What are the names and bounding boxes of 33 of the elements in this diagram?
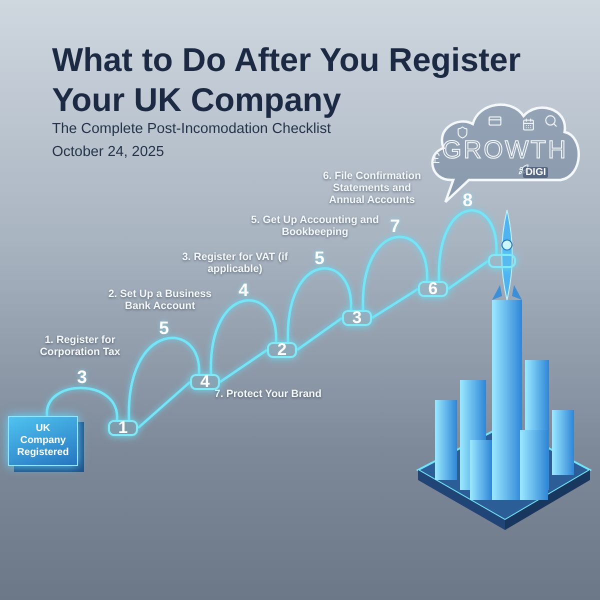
cloud-heading: GROWTH	[442, 136, 568, 164]
step-label: 7. Protect Your Brand	[214, 388, 322, 400]
ramp-line	[447, 260, 489, 290]
step-pad: 4	[190, 374, 220, 390]
arc-connector	[210, 299, 278, 374]
edge-label: 8	[462, 190, 474, 210]
step-label: 2. Set Up a Business Bank Account	[107, 288, 213, 312]
ramp-line	[371, 288, 419, 320]
step-pad: 6	[418, 281, 448, 297]
step-label: 5. Get Up Accounting and Bookbeeping	[250, 214, 380, 238]
arc-connector	[362, 236, 428, 310]
ramp-line	[296, 316, 343, 352]
arc-connector	[438, 210, 498, 282]
arc-connector	[128, 336, 200, 420]
edge-label: 5	[313, 248, 326, 268]
ramp-line	[219, 348, 268, 384]
end-pad	[488, 254, 516, 268]
step-label: 3. Register for VAT (if applicable)	[181, 251, 289, 275]
title: What to Do After You Register Your UK Company	[52, 40, 522, 120]
subtitle: The Complete Post-Incomodation Checklist October 24, 2025	[52, 120, 332, 162]
edge-label: 7	[388, 216, 401, 236]
step-label: 6. File Confirmation Statements and Annual Accounts	[322, 170, 422, 206]
step-pad: 2	[267, 342, 297, 358]
edge-label: 4	[237, 280, 250, 300]
step-pad: 1	[108, 420, 138, 436]
step-label: 1. Register for Corporation Tax	[38, 334, 122, 358]
cloud-text: DIGI	[523, 167, 548, 178]
edge-label: 3	[76, 367, 88, 387]
arc-connector	[286, 267, 352, 342]
arc-connector	[46, 386, 118, 420]
ramp-line	[137, 381, 191, 429]
step-pad: 3	[342, 310, 372, 326]
edge-label: 5	[158, 318, 170, 338]
